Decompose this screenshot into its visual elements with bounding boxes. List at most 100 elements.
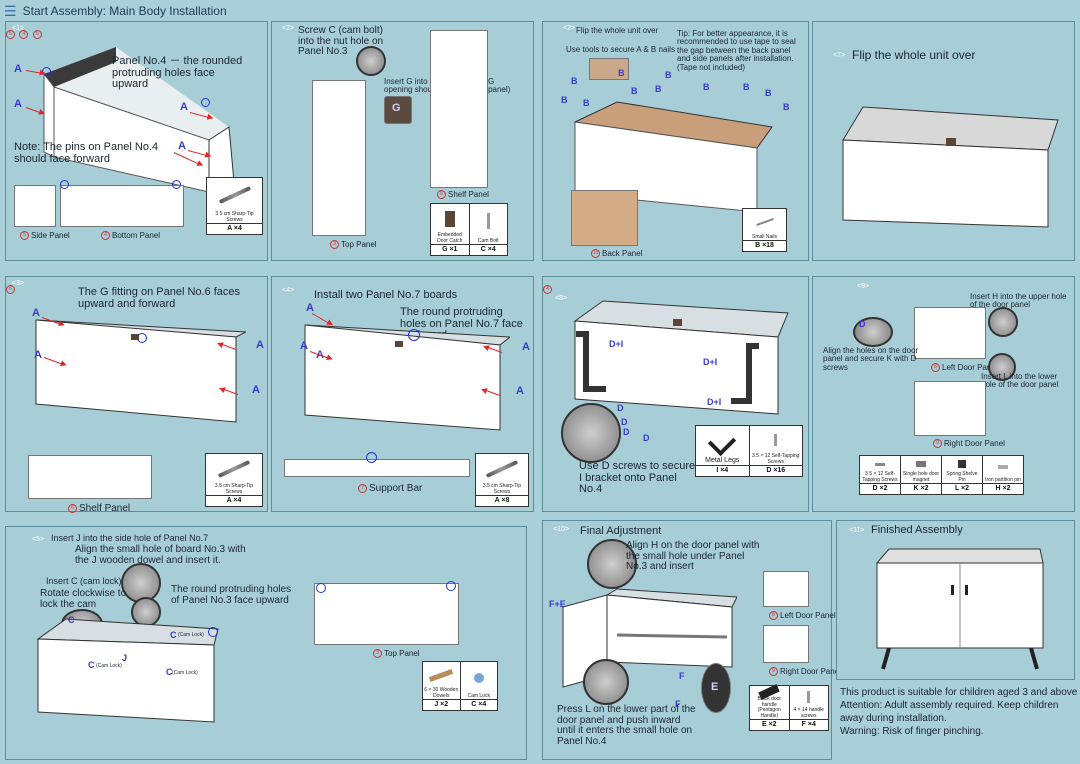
letter-a: A	[522, 341, 530, 353]
step-3-note: The G fitting on Panel No.6 faces upward…	[78, 286, 241, 310]
step-4-tag: <4>	[282, 287, 295, 294]
step-5-diagram	[36, 618, 219, 723]
spring-pin-icon	[958, 460, 966, 468]
note-insert-h: Insert H into the upper hole of the door…	[970, 292, 1067, 310]
iron-pin-icon	[998, 464, 1008, 469]
cam-lock-icon	[473, 672, 484, 683]
letter-c: C	[88, 660, 95, 670]
step-8-note: Use D screws to secure I bracket onto Pa…	[579, 460, 696, 496]
safety-notice: This product is suitable for children ag…	[840, 686, 1078, 738]
hole-marker	[208, 627, 218, 637]
letter-g: G	[392, 102, 401, 114]
notice-age: This product is suitable for children ag…	[840, 687, 1078, 698]
note-insert-l: Insert L into the lower hole of the door…	[981, 372, 1059, 390]
bracket-left	[576, 331, 606, 392]
notice-warning: Warning: Risk of finger pinching.	[840, 726, 984, 737]
metal-leg-icon	[708, 427, 737, 456]
step-9-tag: <9>	[857, 283, 870, 290]
magnet-icon	[916, 461, 926, 467]
screw-icon	[485, 460, 519, 478]
step-10-title: Final Adjustment	[580, 525, 662, 537]
step-4-note: Install two Panel No.7 boards	[314, 289, 458, 301]
letter-d: D	[859, 319, 866, 329]
label-d-i: D+I	[703, 357, 718, 367]
right-door-image-10	[763, 625, 809, 663]
panel-number-5b: 5	[32, 30, 42, 39]
top-panel-image-5	[314, 583, 459, 645]
step-1-note-rounded: Panel No.4 － the rounded protruding hole…	[112, 55, 243, 91]
letter-a: A	[516, 385, 524, 397]
letter-c: C	[170, 630, 177, 640]
side-panel-image	[14, 185, 56, 227]
screw-icon	[217, 460, 251, 478]
dowel-closeup	[121, 563, 161, 603]
support-bar-image	[284, 459, 470, 477]
step-7-diagram	[842, 106, 1059, 228]
letter-d: D	[617, 403, 624, 413]
letter-a: A	[14, 98, 22, 110]
step-5-tag: <5>	[32, 536, 45, 543]
step-2-panel: <2> Screw C (cam bolt) into the nut hole…	[271, 21, 534, 261]
label-d-i: D+I	[707, 397, 722, 407]
align-closeup	[853, 317, 893, 347]
panel-number-4: 4	[543, 285, 552, 294]
step-8-diagram	[573, 300, 789, 415]
bracket-right	[731, 343, 759, 404]
hole-marker	[446, 581, 456, 591]
top-panel-image	[312, 80, 366, 236]
letter-d: D	[621, 417, 628, 427]
press-l-closeup	[583, 659, 629, 705]
letter-a: A	[178, 140, 186, 152]
cam-lock-label: (Cam Lock)	[178, 632, 204, 638]
step-3-panel: <3> The G fitting on Panel No.6 faces up…	[5, 276, 268, 514]
header: ☰ Start Assembly: Main Body Installation	[4, 2, 227, 20]
letter-a: A	[256, 339, 264, 351]
step-7-panel: <7> Flip the whole unit over	[812, 21, 1075, 261]
note-insert-c: Insert C (cam lock)	[46, 576, 122, 586]
bottom-panel-image	[60, 185, 184, 227]
letter-j: J	[122, 653, 128, 663]
letter-f: F	[679, 671, 685, 681]
cam-lock-label: (Cam Lock)	[96, 663, 122, 669]
letter-a: A	[180, 101, 188, 113]
step-7-title: Flip the whole unit over	[852, 48, 976, 62]
right-door-image	[914, 381, 986, 436]
notice-attention: Attention: Adult assembly required. Keep…	[840, 700, 1059, 724]
step-1-note-pins: Note: The pins on Panel No.4 should face…	[14, 141, 159, 165]
panel-number-6: 6	[6, 285, 15, 294]
shelf-panel-image	[430, 30, 488, 188]
left-door-image	[914, 307, 986, 359]
label-d-i: D+I	[609, 339, 624, 349]
note-align-h: Align H on the door panel with the small…	[626, 540, 760, 572]
cam-bolt-closeup	[356, 46, 386, 76]
handle-closeup	[701, 663, 731, 713]
step-11-tag: <11>	[849, 527, 865, 534]
step-2b-panel: <2> Flip the whole unit over Use tools t…	[542, 21, 809, 261]
dowel-icon	[429, 668, 454, 682]
letter-b: B	[571, 76, 578, 86]
label-fe: F+E	[549, 599, 566, 609]
letter-b: B	[583, 98, 590, 108]
screw-closeup	[561, 403, 621, 463]
note-flip: Flip the whole unit over	[576, 26, 659, 35]
letter-a: A	[34, 349, 42, 361]
note-tip: Tip: For better appearance, it is recomm…	[677, 29, 796, 72]
note-insert-j: Insert J into the side hole of Panel No.…	[51, 533, 209, 543]
note-round: The round protruding holes of Panel No.3…	[171, 584, 292, 606]
step-5-panel: <5> Insert J into the side hole of Panel…	[5, 526, 527, 760]
step-3-tag: <3>	[12, 280, 25, 287]
screw-icon	[774, 434, 778, 446]
hole-marker	[316, 583, 326, 593]
